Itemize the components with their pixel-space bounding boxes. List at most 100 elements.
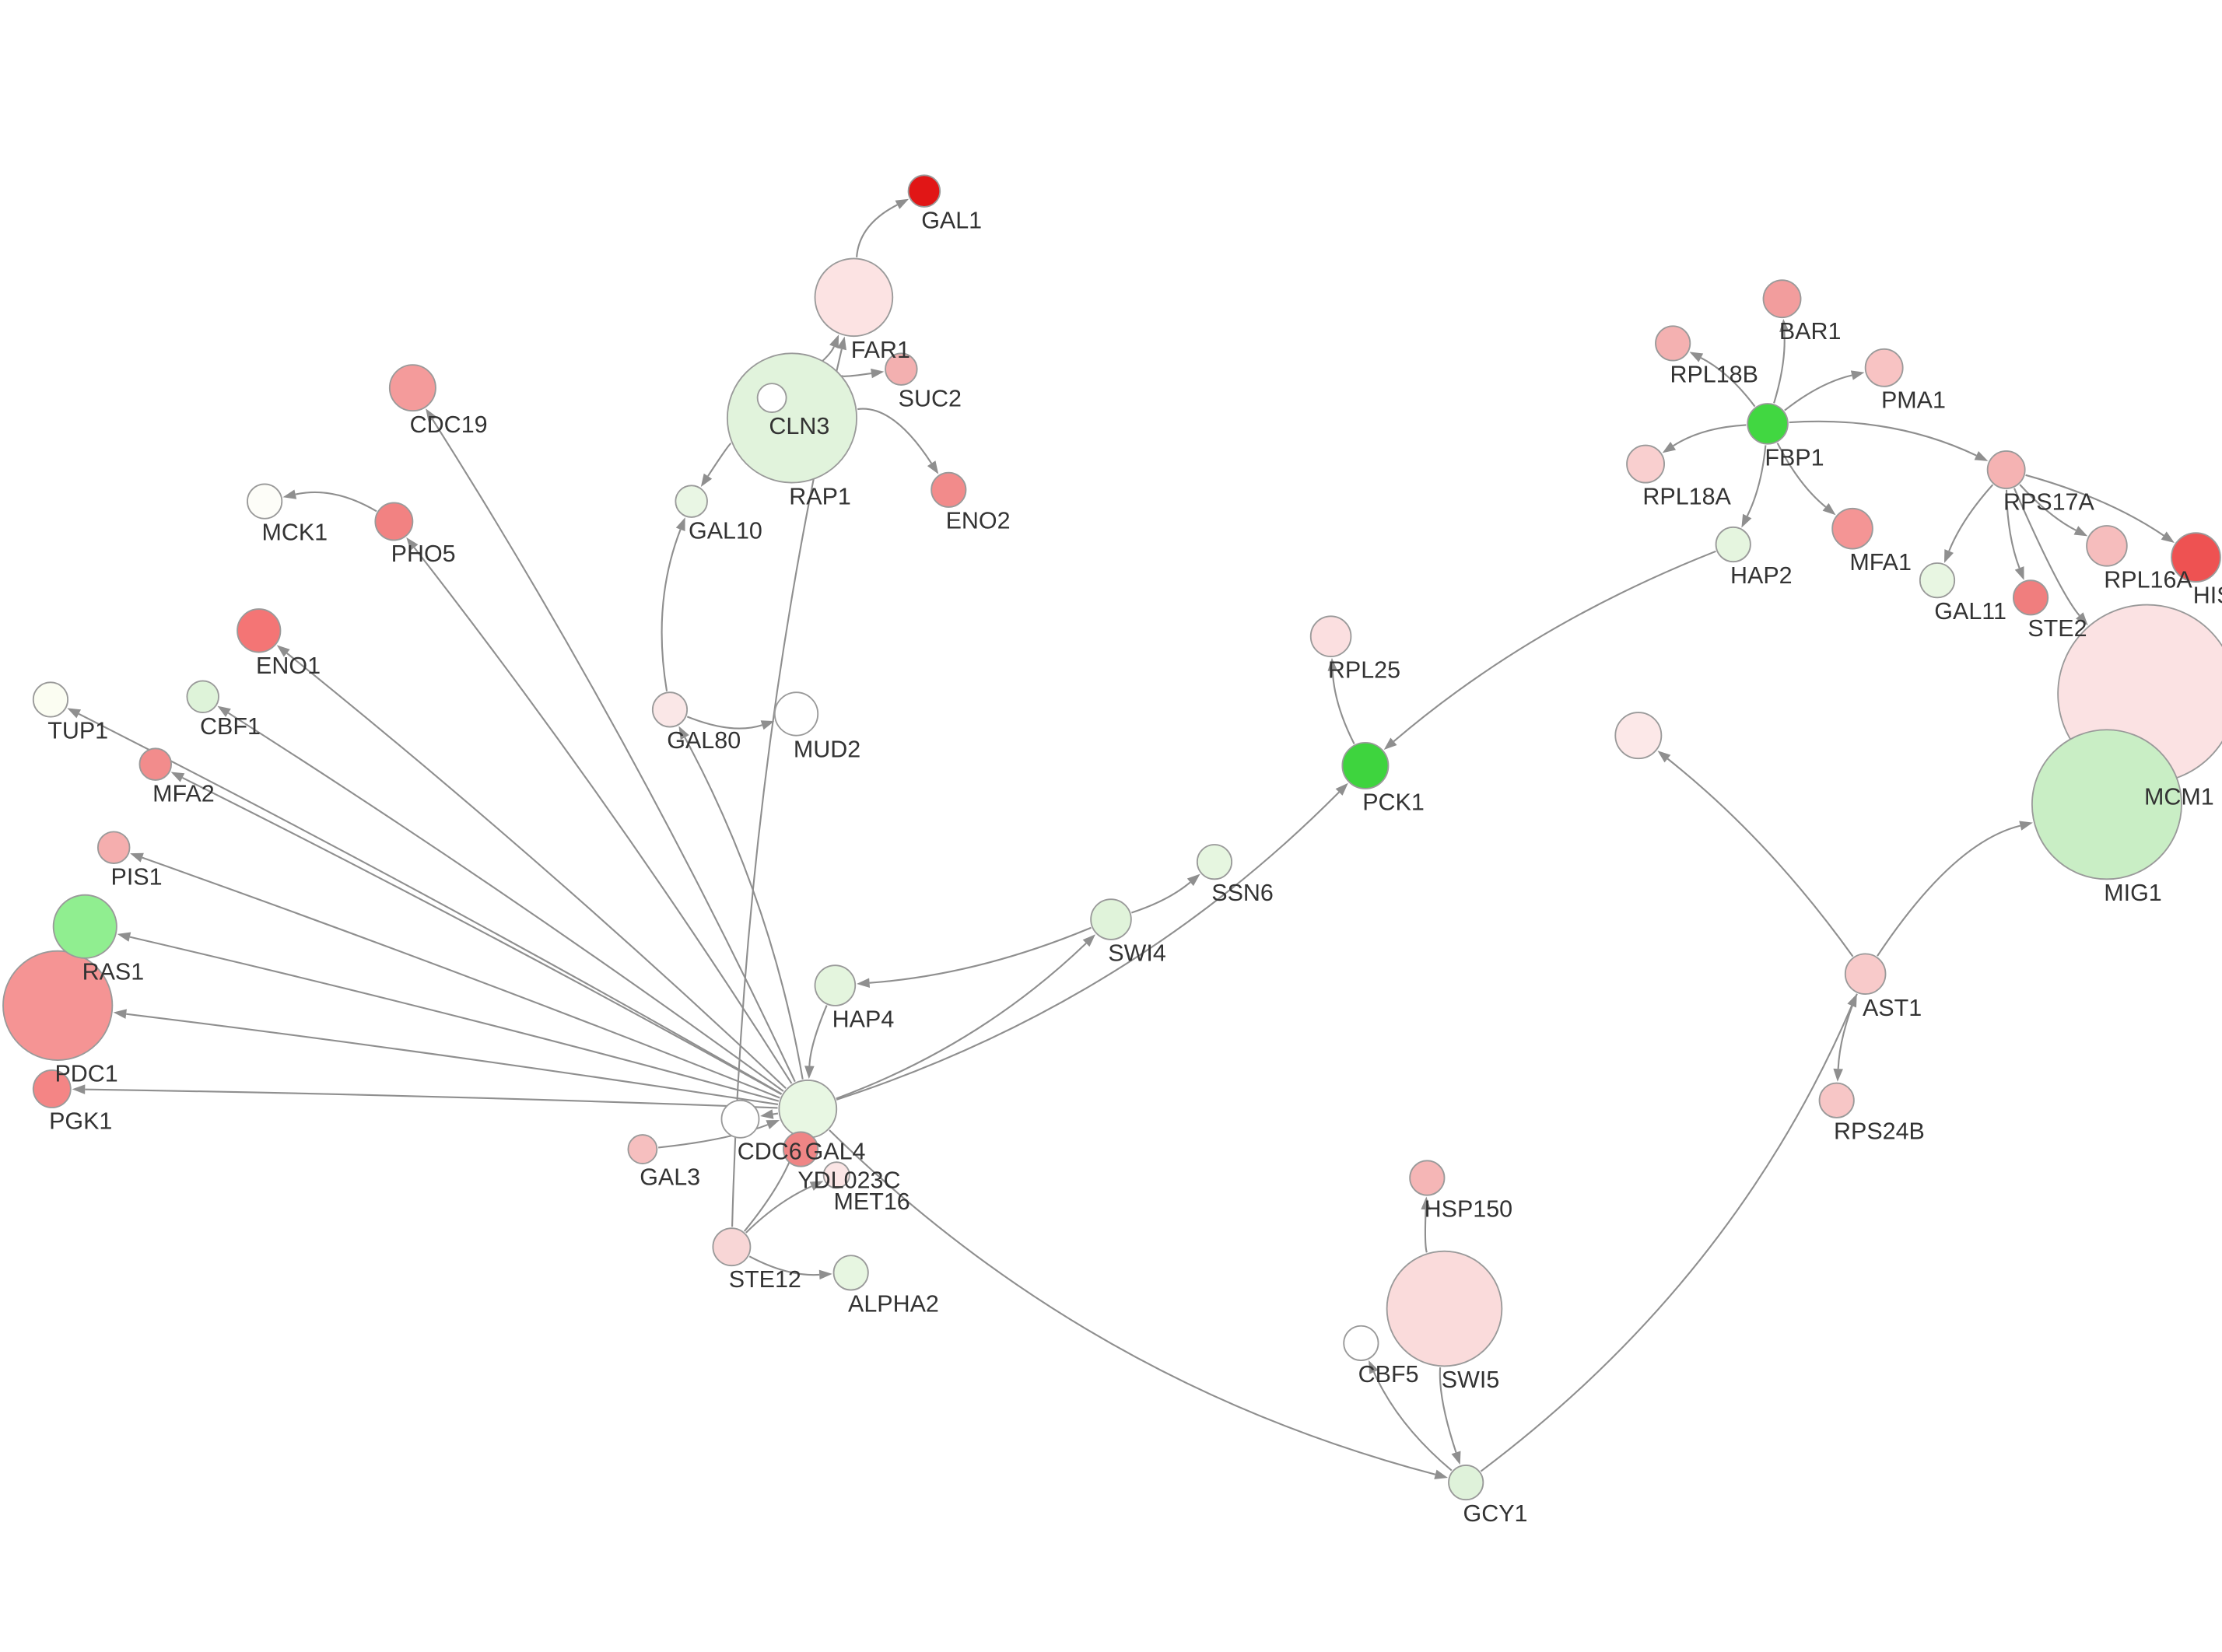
node-label-pis1: PIS1	[111, 864, 163, 891]
node-rap1[interactable]	[726, 352, 858, 484]
node-mud2[interactable]	[773, 691, 819, 737]
node-pis1[interactable]	[96, 831, 131, 864]
node-label-hsp150: HSP150	[1425, 1195, 1512, 1222]
node-rpl16a[interactable]	[2086, 525, 2128, 567]
node-rpl25[interactable]	[1309, 615, 1352, 657]
node-ras1[interactable]	[52, 894, 117, 959]
node-rps17a[interactable]	[1986, 450, 2026, 489]
node-label-pma1: PMA1	[1881, 387, 1946, 414]
node-swi4[interactable]	[1090, 898, 1132, 940]
edge-gcy1-ast1	[1480, 1005, 1853, 1472]
node-pho5[interactable]	[374, 502, 414, 541]
node-pdc1[interactable]	[2, 950, 114, 1061]
node-unlabeled[interactable]	[1614, 712, 1663, 760]
node-ssn6[interactable]	[1196, 844, 1233, 880]
arrowhead-ast1-pnode	[1657, 751, 1671, 763]
node-hap2[interactable]	[1715, 526, 1751, 563]
node-rpl18a[interactable]	[1626, 444, 1666, 484]
arrowhead-rap1-suc2	[871, 368, 885, 379]
node-mck1[interactable]	[247, 483, 283, 520]
edge-fbp1-bar1	[1773, 331, 1786, 404]
arrowhead-gal4-cbf1	[217, 705, 231, 717]
arrowhead-swi5-hsp150	[1421, 1196, 1431, 1210]
node-label-alpha2: ALPHA2	[848, 1290, 939, 1317]
node-pgk1[interactable]	[32, 1069, 72, 1108]
node-cbf1[interactable]	[186, 680, 219, 714]
node-rps24b[interactable]	[1818, 1082, 1855, 1118]
arrowhead-gal4-pgk1	[72, 1084, 86, 1094]
node-hsp150[interactable]	[1409, 1160, 1446, 1196]
node-swi5[interactable]	[1386, 1250, 1503, 1367]
node-rpl18b[interactable]	[1655, 325, 1691, 362]
node-label-gal10: GAL10	[689, 518, 762, 544]
arrowhead-hap4-gal4	[804, 1066, 815, 1080]
arrowhead-gcy1-ast1	[1847, 993, 1857, 1008]
arrowhead-rps17a-his4	[2161, 531, 2175, 543]
arrowhead-fbp1-bar1	[1779, 318, 1789, 332]
node-pma1[interactable]	[1864, 348, 1904, 387]
arrowhead-gal80-mud2	[760, 720, 775, 730]
node-eno1[interactable]	[237, 608, 282, 653]
edge-swi5-gcy1	[1439, 1367, 1457, 1453]
edge-fbp1-rpl18b	[1700, 357, 1756, 408]
node-ydl023c[interactable]	[782, 1131, 819, 1167]
node-gal80[interactable]	[651, 691, 689, 728]
node-label-gal11: GAL11	[1934, 598, 2006, 625]
node-ast1[interactable]	[1844, 953, 1887, 996]
arrowhead-gal4-cdc6	[760, 1109, 774, 1119]
node-gal10[interactable]	[675, 485, 708, 518]
node-his4[interactable]	[2171, 532, 2221, 583]
edge-gal4-eno1	[286, 652, 787, 1090]
arrowhead-rps17a-rpl16a	[2073, 526, 2088, 537]
edge-gal4-pis1	[142, 856, 780, 1099]
node-gal4[interactable]	[778, 1079, 838, 1139]
node-gal3[interactable]	[627, 1134, 658, 1164]
node-fbp1[interactable]	[1747, 403, 1789, 445]
node-cln3[interactable]	[756, 383, 787, 413]
node-eno2[interactable]	[931, 471, 967, 508]
node-label-ras1: RAS1	[82, 959, 145, 985]
node-cdc19[interactable]	[388, 364, 436, 412]
edge-gal4-swi4	[836, 942, 1087, 1100]
edge-gal80-gal10	[661, 529, 682, 691]
node-alpha2[interactable]	[832, 1255, 869, 1291]
node-mfa2[interactable]	[138, 747, 173, 781]
edge-gal3-gal4	[657, 1124, 769, 1149]
node-label-ste2: STE2	[2027, 615, 2087, 642]
node-cdc6[interactable]	[720, 1099, 760, 1139]
node-suc2[interactable]	[885, 352, 918, 386]
node-tup1[interactable]	[32, 681, 69, 718]
edge-rap1-eno2	[857, 408, 933, 464]
node-gal11[interactable]	[1919, 562, 1956, 599]
node-far1[interactable]	[814, 257, 894, 338]
edge-rap1-suc2	[841, 373, 872, 377]
arrowhead-far1-gal1	[895, 198, 909, 209]
edge-gal4-cdc19	[432, 418, 796, 1083]
arrowhead-rps17a-ste2	[2014, 566, 2024, 580]
edge-gal4-pgk1	[85, 1088, 778, 1109]
node-label-cdc19: CDC19	[410, 411, 488, 438]
node-ste2[interactable]	[2012, 579, 2049, 616]
edge-rap1-gal10	[707, 443, 732, 477]
node-label-swi5: SWI5	[1442, 1367, 1499, 1393]
node-mfa1[interactable]	[1831, 507, 1873, 550]
node-hap4[interactable]	[814, 964, 857, 1006]
node-gcy1[interactable]	[1448, 1464, 1484, 1501]
edge-rps17a-gal11	[1948, 484, 1994, 551]
node-mig1[interactable]	[2031, 729, 2182, 880]
arrowhead-gal4-swi4	[1082, 934, 1096, 947]
arrowhead-cln3-far1	[829, 334, 839, 349]
node-bar1[interactable]	[1762, 279, 1802, 319]
edge-ste12-alpha2	[748, 1255, 820, 1276]
edge-gcy1-cbf5	[1372, 1371, 1453, 1472]
node-label-cdc6: CDC6	[738, 1138, 802, 1164]
arrowhead-gal4-ras1	[117, 932, 131, 942]
node-ste12[interactable]	[712, 1227, 752, 1267]
node-gal1[interactable]	[907, 174, 941, 208]
node-pck1[interactable]	[1341, 741, 1390, 789]
node-cbf5[interactable]	[1343, 1325, 1379, 1361]
node-label-mig1: MIG1	[2104, 880, 2162, 906]
arrowhead-gal4-gcy1	[1434, 1469, 1448, 1479]
node-met16[interactable]	[822, 1161, 850, 1189]
